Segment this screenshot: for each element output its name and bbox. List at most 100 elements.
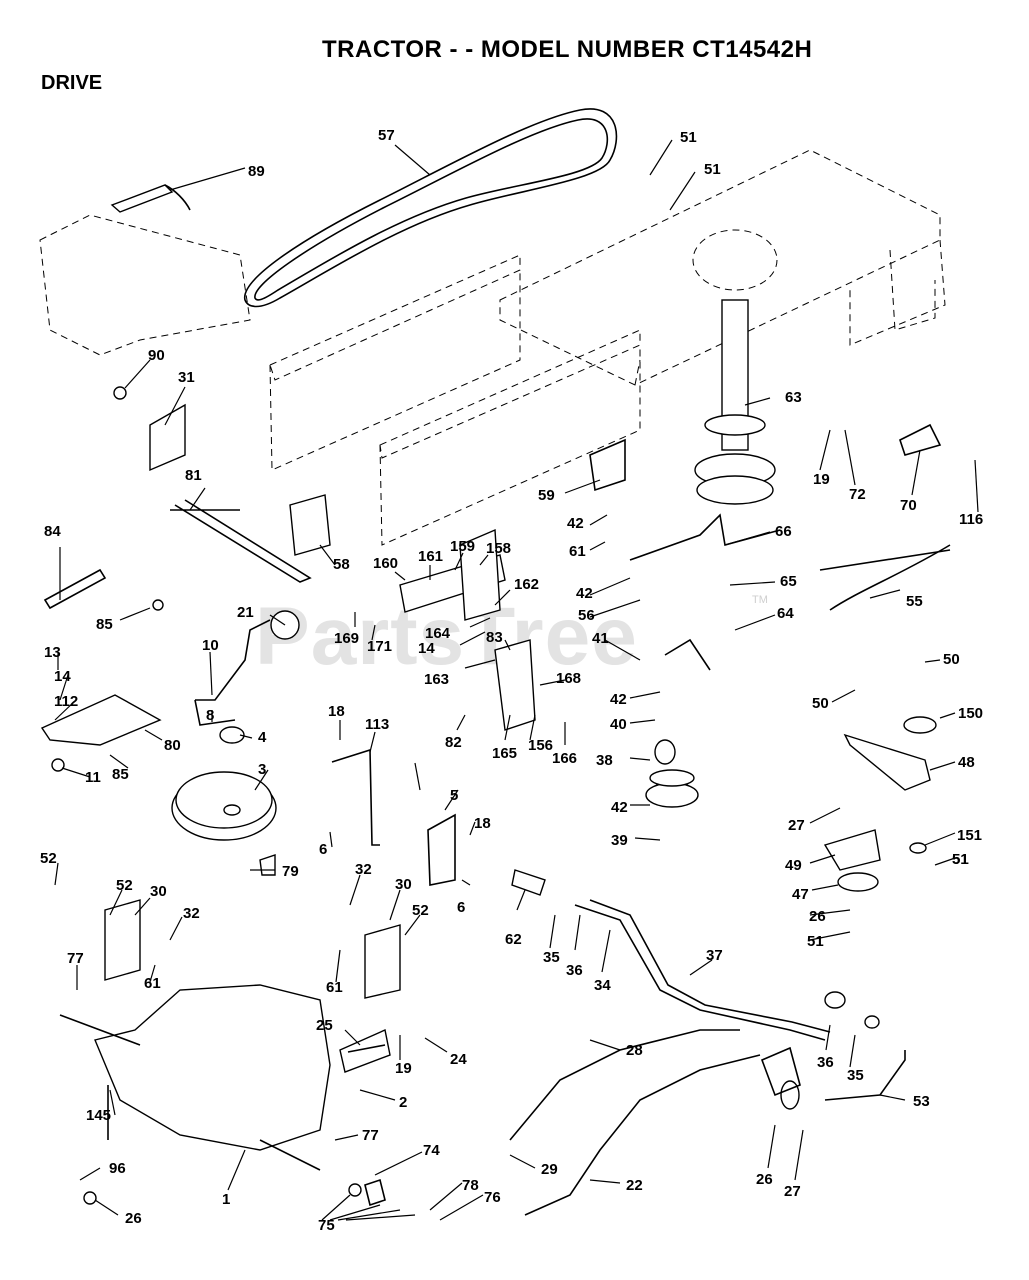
callout-10: 10 [202, 637, 219, 654]
callout-163: 163 [424, 671, 449, 688]
callout-72: 72 [849, 486, 866, 503]
callout-51: 51 [704, 161, 721, 178]
callout-113: 113 [365, 716, 389, 733]
callout-32: 32 [355, 861, 372, 878]
callout-151: 151 [957, 827, 982, 844]
watermark: PartsTree [255, 591, 638, 682]
callout-59: 59 [538, 487, 555, 504]
callout-47: 47 [792, 886, 809, 903]
callout-166: 166 [552, 750, 577, 767]
callout-36: 36 [566, 962, 583, 979]
callout-64: 64 [777, 605, 794, 622]
callout-35: 35 [543, 949, 560, 966]
callout-21: 21 [237, 604, 254, 621]
callout-77: 77 [362, 1127, 379, 1144]
callout-19: 19 [813, 471, 830, 488]
callout-89: 89 [248, 163, 265, 180]
callout-29: 29 [541, 1161, 558, 1178]
callout-37: 37 [706, 947, 723, 964]
callout-55: 55 [906, 593, 923, 610]
callout-96: 96 [109, 1160, 126, 1177]
callout-70: 70 [900, 497, 917, 514]
callout-84: 84 [44, 523, 61, 540]
callout-156: 156 [528, 737, 553, 754]
callout-49: 49 [785, 857, 802, 874]
callout-25: 25 [316, 1017, 333, 1034]
drive-belt [244, 108, 618, 308]
callout-65: 65 [780, 573, 797, 590]
callout-18: 18 [474, 815, 491, 832]
callout-27: 27 [788, 817, 805, 834]
callout-51: 51 [952, 851, 969, 868]
callout-51: 51 [680, 129, 697, 146]
callout-57: 57 [378, 127, 395, 144]
tractor-frame [39, 149, 946, 546]
callout-145: 145 [86, 1107, 111, 1124]
callout-27: 27 [784, 1183, 801, 1200]
callout-30: 30 [395, 876, 412, 893]
callout-51: 51 [807, 933, 824, 950]
callout-3: 3 [258, 761, 266, 778]
callout-22: 22 [626, 1177, 643, 1194]
callout-90: 90 [148, 347, 165, 364]
callout-32: 32 [183, 905, 200, 922]
callout-61: 61 [144, 975, 161, 992]
callout-161: 161 [418, 548, 443, 565]
callout-41: 41 [592, 630, 609, 647]
callout-52: 52 [412, 902, 429, 919]
callout-8: 8 [206, 707, 214, 724]
callout-61: 61 [326, 979, 343, 996]
callout-78: 78 [462, 1177, 479, 1194]
callout-38: 38 [596, 752, 613, 769]
callout-58: 58 [333, 556, 350, 573]
callout-11: 11 [85, 769, 101, 786]
callout-14: 14 [54, 668, 71, 685]
callout-52: 52 [116, 877, 133, 894]
callout-30: 30 [150, 883, 167, 900]
callout-77: 77 [67, 950, 84, 967]
callout-51: 51 [952, 851, 969, 868]
section-label: DRIVE [41, 72, 103, 94]
callout-26: 26 [756, 1171, 773, 1188]
callout-13: 13 [44, 644, 61, 661]
callout-158: 158 [486, 540, 511, 557]
callout-85: 85 [96, 616, 113, 633]
callout-169: 169 [334, 630, 359, 647]
callout-2: 2 [399, 1094, 407, 1111]
callout-42: 42 [567, 515, 584, 532]
callout-82: 82 [445, 734, 462, 751]
page-title: TRACTOR - - MODEL NUMBER CT14542H [322, 36, 813, 63]
callout-56: 56 [578, 607, 595, 624]
callout-160: 160 [373, 555, 398, 572]
callout-75: 75 [318, 1217, 335, 1234]
callout-50: 50 [943, 651, 960, 668]
callout-66: 66 [775, 523, 792, 540]
callout-83: 83 [486, 629, 503, 646]
callout-18: 18 [328, 703, 345, 720]
callout-159: 159 [450, 538, 475, 555]
callout-39: 39 [611, 832, 628, 849]
callout-116: 116 [959, 511, 983, 528]
callout-26: 26 [809, 908, 826, 925]
callout-74: 74 [423, 1142, 440, 1159]
watermark-tm: TM [752, 594, 768, 606]
callout-26: 26 [125, 1210, 142, 1227]
callout-61: 61 [569, 543, 586, 560]
callout-53: 53 [913, 1093, 930, 1110]
callout-1: 1 [222, 1191, 230, 1208]
callout-6: 6 [319, 841, 327, 858]
callout-34: 34 [594, 977, 611, 994]
callout-168: 168 [556, 670, 581, 687]
callout-164: 164 [425, 625, 451, 642]
callout-14: 14 [418, 640, 435, 657]
callout-28: 28 [626, 1042, 643, 1059]
callout-42: 42 [611, 799, 628, 816]
callout-171: 171 [367, 638, 392, 655]
callout-79: 79 [282, 863, 299, 880]
callout-62: 62 [505, 931, 522, 948]
callout-81: 81 [185, 467, 202, 484]
callout-6: 6 [457, 899, 465, 916]
callout-63: 63 [785, 389, 802, 406]
callout-31: 31 [178, 369, 195, 386]
